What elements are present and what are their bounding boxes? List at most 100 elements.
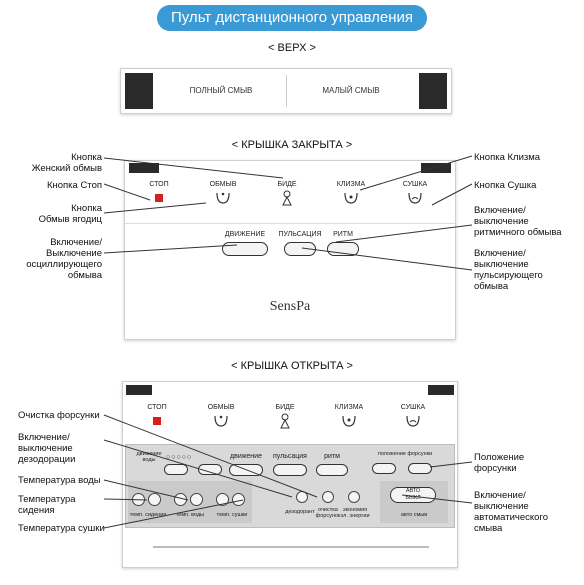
stop-button[interactable]: СТОП (127, 404, 187, 425)
annotation-female: Кнопка Женский обмыв (31, 152, 102, 174)
page-title: Пульт дистанционного управления (157, 5, 427, 31)
nozzle-pos-label: положение форсунки (377, 451, 433, 457)
wash-label: ОБМЫВ (209, 181, 237, 188)
settings-panel: движение воды ○○○○○ движение пульсация р… (125, 444, 455, 528)
bottom-rail (153, 546, 429, 548)
annotation-deodor: Включение/ выключение дезодорации (18, 432, 76, 465)
eco-label: экономия эл. энергии (340, 507, 370, 519)
bidet-button[interactable]: БИДЕ (255, 404, 315, 431)
stop-icon (155, 194, 163, 202)
dry-temp-minus[interactable] (216, 493, 229, 506)
auto-sub-label: ВЫКЛ (405, 495, 421, 501)
pulse-pill (284, 242, 316, 256)
water-down-button[interactable] (164, 464, 188, 475)
rhythm-label: РИТМ (333, 231, 353, 238)
nozzle-clean-button[interactable] (322, 491, 334, 503)
annotation-rhythm: Включение/ выключение ритмичного обмыва (474, 205, 562, 238)
auto-label: АВТО (405, 488, 421, 494)
buttocks-icon (214, 415, 228, 427)
dryer-icon (408, 192, 422, 204)
top-panel: ПОЛНЫЙ СМЫВ МАЛЫЙ СМЫВ (120, 68, 452, 114)
annotation-seat-temp: Температура сидения (18, 494, 76, 516)
full-flush-button[interactable]: ПОЛНЫЙ СМЫВ (189, 86, 253, 95)
eco-button[interactable] (348, 491, 360, 503)
divider (286, 75, 287, 107)
divider (125, 223, 455, 224)
dry-temp-plus[interactable] (232, 493, 245, 506)
water-temp-plus[interactable] (190, 493, 203, 506)
annotation-auto-flush: Включение/ выключение автоматического см… (474, 490, 548, 534)
annotation-dry-temp: Температура сушки (18, 523, 105, 534)
panel-left-cap (125, 73, 153, 109)
dry-button[interactable]: СУШКА (385, 181, 445, 207)
section-open-label: < КРЫШКА ОТКРЫТА > (231, 360, 353, 372)
nozzle-back-button[interactable] (372, 463, 396, 474)
panel-right-cap (421, 163, 451, 173)
motion-label: ДВИЖЕНИЕ (224, 231, 266, 238)
seat-temp-plus[interactable] (148, 493, 161, 506)
pulse-button[interactable]: ПУЛЬСАЦИЯ (269, 231, 331, 256)
rhythm-pill (316, 464, 348, 476)
annotation-enema: Кнопка Клизма (474, 152, 541, 163)
section-top-label: < ВЕРХ > (268, 42, 316, 54)
panel-left-cap (126, 385, 152, 395)
wash-button[interactable]: ОБМЫВ (191, 404, 251, 430)
enema-label: КЛИЗМА (334, 404, 364, 411)
small-flush-button[interactable]: МАЛЫЙ СМЫВ (322, 86, 380, 95)
deodorant-label: дезодорант (285, 509, 315, 515)
nozzle-clean-label: очистка форсунок (315, 507, 341, 519)
bidet-button[interactable]: БИДЕ (257, 181, 317, 208)
pulse-pill (273, 464, 307, 476)
stop-label: СТОП (147, 404, 167, 411)
panel-left-cap (129, 163, 159, 173)
water-temp-label: темп. воды (175, 512, 205, 518)
annotation-buttocks: Кнопка Обмыв ягодиц (38, 203, 102, 225)
dry-label: СУШКА (402, 181, 428, 188)
enema-label: КЛИЗМА (336, 181, 366, 188)
panel-right-cap (419, 73, 447, 109)
stop-label: СТОП (149, 181, 169, 188)
brand-logo: SensPa (269, 299, 311, 314)
closed-panel: СТОП ОБМЫВ БИДЕ КЛИЗМА СУШКА ДВИЖЕНИЕ ПУ… (124, 160, 456, 340)
water-up-button[interactable] (198, 464, 222, 475)
rhythm-label: ритм (324, 453, 340, 460)
section-closed-label: < КРЫШКА ЗАКРЫТА > (231, 139, 353, 151)
annotation-nozzle-pos: Положение форсунки (474, 452, 525, 474)
auto-flush-group: АВТО ВЫКЛ авто смыв (380, 481, 448, 523)
level-dots: ○○○○○ (166, 454, 193, 461)
bidet-label: БИДЕ (275, 404, 295, 411)
buttocks-icon (216, 192, 230, 204)
dryer-icon (406, 415, 420, 427)
enema-icon (342, 415, 356, 427)
motion-label: движение (230, 453, 262, 460)
annotation-stop: Кнопка Стоп (46, 180, 102, 191)
female-icon (282, 190, 292, 206)
pulse-label: ПУЛЬСАЦИЯ (278, 231, 322, 238)
annotation-osc: Включение/ Выключение осциллирующего обм… (26, 237, 102, 281)
dry-temp-label: темп. сушки (216, 512, 248, 518)
female-icon (280, 413, 290, 429)
nozzle-forward-button[interactable] (408, 463, 432, 474)
annotation-dry: Кнопка Сушка (474, 180, 537, 191)
dry-button[interactable]: СУШКА (383, 404, 443, 430)
panel-right-cap (428, 385, 454, 395)
stop-button[interactable]: СТОП (129, 181, 189, 202)
auto-flush-label: авто смыв (400, 512, 428, 518)
pulse-button[interactable]: пульсация (268, 453, 312, 476)
seat-temp-label: темп. сидения (129, 512, 167, 518)
annotation-pulse: Включение/ выключение пульсирующего обмы… (474, 248, 543, 292)
open-panel: СТОП ОБМЫВ БИДЕ КЛИЗМА СУШКА движение во… (122, 381, 458, 568)
auto-flush-button[interactable]: АВТО ВЫКЛ (390, 487, 436, 503)
enema-icon (344, 192, 358, 204)
enema-button[interactable]: КЛИЗМА (319, 404, 379, 430)
annotation-water-temp: Температура воды (18, 475, 101, 486)
enema-button[interactable]: КЛИЗМА (321, 181, 381, 207)
rhythm-button[interactable]: ритм (312, 453, 352, 476)
wash-button[interactable]: ОБМЫВ (193, 181, 253, 207)
pulse-label: пульсация (273, 453, 307, 460)
wash-label: ОБМЫВ (207, 404, 235, 411)
annotation-nozzle-clean: Очистка форсунки (18, 410, 100, 421)
dry-label: СУШКА (400, 404, 426, 411)
bidet-label: БИДЕ (277, 181, 297, 188)
